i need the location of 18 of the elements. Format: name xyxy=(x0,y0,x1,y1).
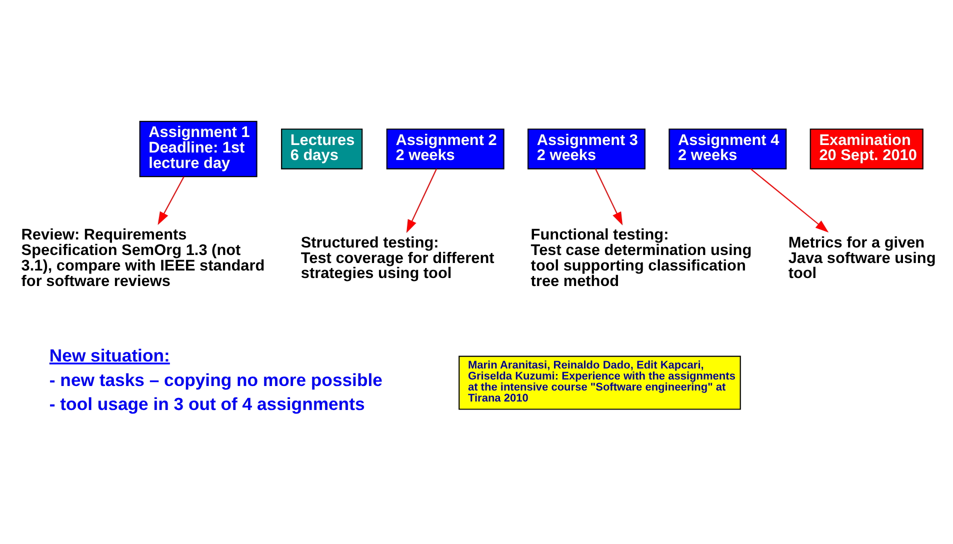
arrow xyxy=(750,168,829,232)
label: New situation: xyxy=(49,345,170,366)
node-box: Assignment 3 2 weeks xyxy=(528,128,646,169)
node-box: Assignment 4 2 weeks xyxy=(668,128,787,169)
node-text: Review: Requirements Specification SemOrg 1.3 (not 3.1), compare with IEEE standard for software reviews xyxy=(21,226,265,290)
node-box: Assignment 2 2 weeks xyxy=(386,128,504,169)
node-text: Structured testing: Test coverage for different strategies using tool xyxy=(300,234,494,282)
node-box: Marin Aranitasi, Reinaldo Dado, Edit Kapcari, Griselda Kuzumi: Experience with the assignments at the intensive course "Software engineering" at Tirana 2010 xyxy=(458,355,741,410)
arrow xyxy=(158,176,184,225)
node-box: Assignment 1 Deadline: 1st lecture day xyxy=(139,120,258,177)
arrow xyxy=(595,168,623,225)
label: - new tasks – copying no more possible xyxy=(49,369,382,390)
node-box: Lectures 6 days xyxy=(281,128,363,169)
node-text: Functional testing: Test case determination using tool supporting classification tree method xyxy=(530,226,752,290)
label: - tool usage in 3 out of 4 assignments xyxy=(49,394,365,414)
node-box: Examination 20 Sept. 2010 xyxy=(810,128,924,169)
node-text: Metrics for a given Java software using tool xyxy=(788,234,936,282)
arrow xyxy=(406,168,438,232)
